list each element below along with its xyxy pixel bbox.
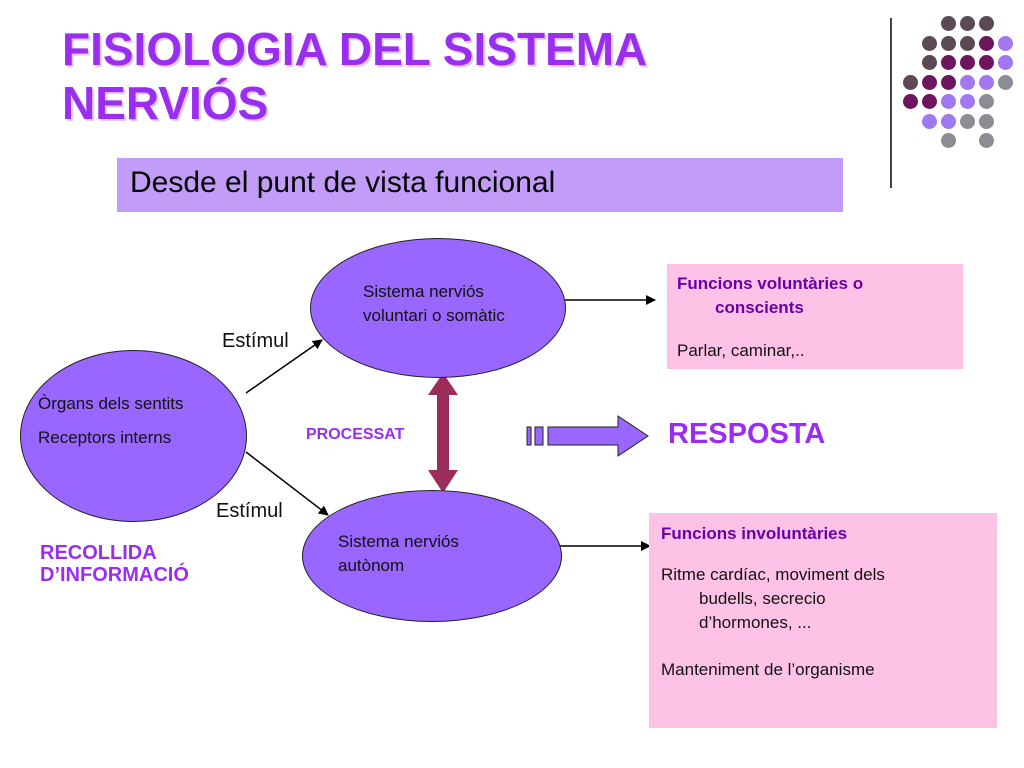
sense-organs-line-2: Receptors interns — [38, 428, 172, 447]
voluntary-functions-heading-line-2: conscients — [715, 298, 804, 317]
decorative-dot — [998, 74, 1013, 90]
involuntary-functions-maintenance: Manteniment de l’organisme — [661, 660, 875, 679]
decorative-dot — [979, 113, 994, 129]
decorative-dot — [941, 35, 956, 51]
stimulus-label-bottom: Estímul — [216, 500, 283, 522]
sense-organs-line-1: Òrgans dels sentits — [38, 394, 184, 413]
response-label: RESPOSTA — [668, 418, 826, 450]
decorative-dot — [941, 94, 956, 109]
info-collection-label: RECOLLIDA D’INFORMACIÓ — [40, 542, 189, 586]
decorative-dot — [979, 133, 994, 148]
autonomic-system-line-1: Sistema nerviós — [338, 532, 459, 551]
decorative-dot — [998, 35, 1013, 51]
voluntary-functions-example: Parlar, caminar,.. — [677, 341, 805, 360]
decorative-dot — [903, 74, 918, 90]
decorative-dot — [922, 94, 937, 109]
arrow-stimulus-top — [245, 339, 323, 394]
decorative-dot — [941, 74, 956, 90]
decorative-dot — [941, 113, 956, 129]
voluntary-system-line-2: voluntari o somàtic — [363, 306, 505, 325]
involuntary-functions-heading: Funcions involuntàries — [661, 524, 848, 543]
sense-organs-text: Òrgans dels sentits Receptors interns — [38, 392, 184, 450]
decorative-dot — [979, 16, 994, 31]
decorative-dot — [941, 16, 956, 31]
response-block-arrow — [547, 415, 649, 457]
autonomic-system-line-2: autònom — [338, 556, 405, 575]
stimulus-label-top: Estímul — [222, 330, 289, 352]
decorative-dot — [960, 16, 975, 31]
decorative-dot — [922, 74, 937, 90]
voluntary-functions-heading-line-1: Funcions voluntàries o — [677, 274, 864, 293]
decorative-dot — [998, 55, 1013, 70]
info-collection-line-1: RECOLLIDA — [40, 542, 157, 564]
decorative-dot — [922, 113, 937, 129]
info-collection-line-2: D’INFORMACIÓ — [40, 564, 189, 586]
decorative-dot — [903, 94, 918, 109]
involuntary-functions-example: Ritme cardíac, moviment dels budells, se… — [661, 563, 885, 635]
voluntary-system-text: Sistema nerviós voluntari o somàtic — [363, 280, 505, 328]
processing-label: PROCESSAT — [306, 426, 405, 443]
decorative-dot — [922, 35, 937, 51]
voluntary-functions-box: Funcions voluntàries o conscients Parlar… — [667, 264, 963, 369]
decorative-dot — [960, 94, 975, 109]
sense-organs-ellipse — [20, 350, 247, 522]
decorative-dot — [979, 55, 994, 70]
decorative-dot — [960, 113, 975, 129]
decorative-dot — [922, 55, 937, 70]
title-line-2: NERVIÓS — [62, 77, 269, 129]
decorative-dot — [979, 35, 994, 51]
involuntary-example-line-2: budells, secrecio — [699, 589, 826, 608]
response-arrow-stripe-2 — [534, 426, 544, 446]
involuntary-example-line-3: d’hormones, ... — [699, 613, 812, 632]
title-line-1: FISIOLOGIA DEL SISTEMA — [62, 23, 648, 75]
voluntary-system-ellipse — [310, 238, 566, 378]
decorative-dot — [960, 35, 975, 51]
decorative-dot — [979, 94, 994, 109]
involuntary-example-line-1: Ritme cardíac, moviment dels — [661, 565, 885, 584]
autonomic-system-text: Sistema nerviós autònom — [338, 530, 459, 578]
subtitle: Desde el punt de vista funcional — [130, 166, 556, 199]
autonomic-system-ellipse — [302, 490, 562, 622]
subtitle-band — [117, 158, 843, 212]
decorative-divider-line — [890, 18, 892, 188]
decorative-dot — [941, 133, 956, 148]
decorative-dot — [979, 74, 994, 90]
voluntary-functions-heading: Funcions voluntàries o conscients — [677, 272, 863, 320]
slide-title: FISIOLOGIA DEL SISTEMA NERVIÓS — [62, 22, 842, 130]
decorative-dot — [960, 74, 975, 90]
arrow-stimulus-bottom — [245, 451, 329, 516]
decorative-dot — [941, 55, 956, 70]
decorative-dot — [960, 55, 975, 70]
response-arrow-stripe-1 — [526, 426, 532, 446]
voluntary-system-line-1: Sistema nerviós — [363, 282, 484, 301]
processing-double-arrow — [428, 373, 458, 493]
involuntary-functions-box: Funcions involuntàries Ritme cardíac, mo… — [649, 513, 997, 728]
